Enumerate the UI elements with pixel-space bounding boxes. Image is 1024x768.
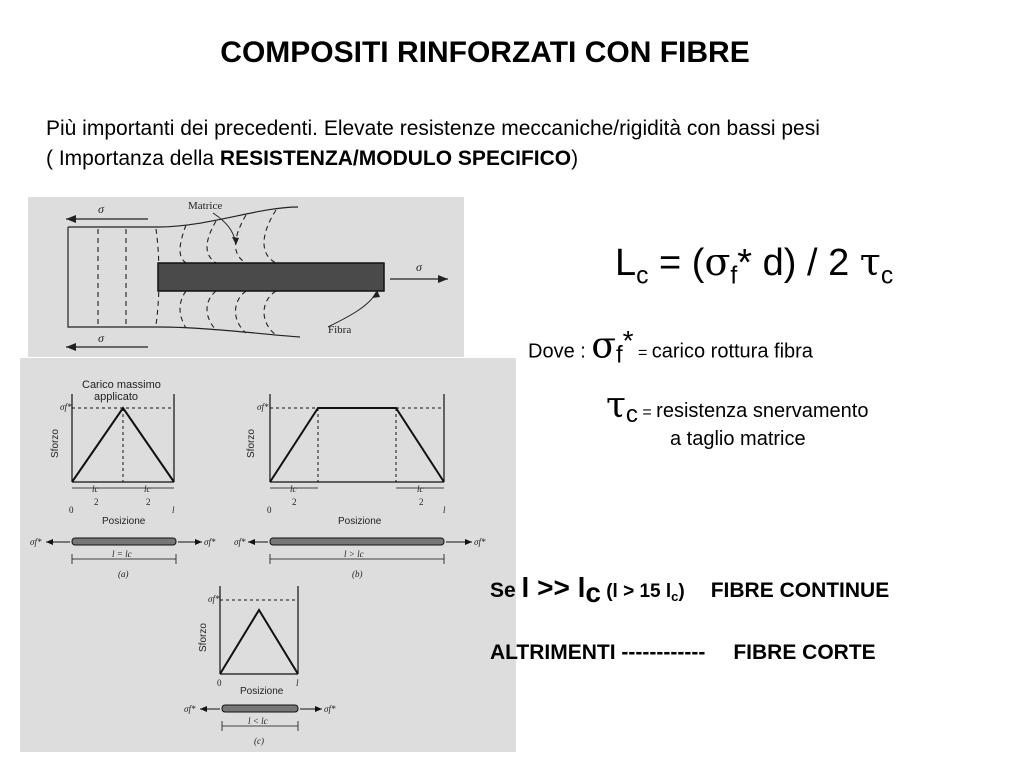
fiber-rect [157, 262, 385, 292]
carico-label-2: applicato [94, 391, 138, 403]
sigma-f-b: σf* [257, 402, 269, 412]
def-tau: τ [606, 385, 626, 426]
label-b: l > lc [344, 549, 364, 559]
sigma-f-c: σf* [208, 594, 220, 604]
zero-c: 0 [217, 678, 222, 688]
lc-a1: lc [92, 484, 99, 494]
rule-fibre-corte: FIBRE CORTE [733, 641, 876, 664]
formula-sub-c: c [636, 262, 649, 290]
intro-line-1: Più importanti dei precedenti. Elevate r… [46, 117, 820, 140]
two-a1: 2 [94, 497, 99, 507]
intro-line-2: ( Importanza della RESISTENZA/MODULO SPE… [46, 144, 820, 174]
sigma-f-c-right: σf* [324, 704, 336, 714]
def-resistenza: resistenza snervamento [656, 400, 869, 422]
label-c: l < lc [248, 716, 268, 726]
profile-c: σf* Sforzo 0 l Posizione σf* σf* l < lc … [184, 586, 336, 746]
caption-b: (b) [352, 569, 363, 579]
critical-length-formula: Lc = (σf* d) / 2 τc [615, 240, 893, 291]
rule-sub-c-2: c [671, 588, 679, 604]
def-eq-1: = [633, 344, 652, 362]
rule-se: Se [490, 579, 522, 602]
sigma-f-a-right: σf* [204, 537, 216, 547]
definition-tau-cont: a taglio matrice [670, 428, 806, 450]
slide-title: COMPOSITI RINFORZATI CON FIBRE [220, 36, 750, 69]
posizione-a: Posizione [102, 516, 146, 527]
rule-altrimenti: ALTRIMENTI ------------ [490, 641, 706, 664]
stress-profile-drawing: Carico massimo applicato σf* Sforzo lc 2… [30, 379, 486, 746]
rule-continue: Se l >> lc (l > 15 lc)FIBRE CONTINUE [490, 572, 889, 609]
rule-corte: ALTRIMENTI ------------ FIBRE CORTE [490, 641, 876, 665]
lc-b2: lc [417, 484, 424, 494]
definition-sigma: Dove : σf* = carico rottura fibra [528, 325, 813, 370]
l-a: l [172, 505, 175, 515]
rule-paren-close: ) [678, 581, 685, 602]
two-b2: 2 [419, 497, 424, 507]
definition-tau: τc = resistenza snervamento [606, 385, 868, 429]
rule-paren-open: (l > 15 l [600, 581, 672, 602]
posizione-c: Posizione [240, 686, 284, 697]
carico-label-1: Carico massimo [82, 379, 161, 391]
formula-d-part: d) / 2 [752, 242, 860, 284]
intro-line-2-end: ) [571, 147, 579, 170]
rule-sub-c: c [585, 577, 601, 609]
posizione-b: Posizione [338, 516, 382, 527]
two-a2: 2 [146, 497, 151, 507]
two-b1: 2 [292, 497, 297, 507]
profile-b: σf* Sforzo lc 2 lc 2 0 l Posizione σf* σ… [234, 394, 486, 579]
intro-line-2-start: ( Importanza della [46, 147, 220, 170]
def-eq-2: = [637, 404, 657, 421]
def-sigma: σ [591, 325, 616, 367]
def-sub-f: f [615, 341, 623, 369]
sforzo-label-b: Sforzo [246, 429, 257, 458]
fiber-matrix-figure: σ σ σ Matrice Fibra [28, 197, 464, 357]
sigma-bottom-label: σ [98, 331, 105, 345]
formula-sub-c-2: c [880, 262, 894, 290]
def-carico: carico rottura fibra [651, 340, 813, 363]
sforzo-label-a: Sforzo [50, 429, 61, 458]
matrice-label: Matrice [188, 200, 222, 212]
formula-tau: τ [859, 240, 881, 284]
zero-a: 0 [69, 505, 74, 515]
sigma-right-label: σ [416, 260, 423, 274]
sigma-f-b-right: σf* [474, 537, 486, 547]
zero-b: 0 [267, 505, 272, 515]
stress-profile-figure: Carico massimo applicato σf* Sforzo lc 2… [20, 358, 516, 752]
dove-label: Dove : [528, 340, 592, 363]
caption-c: (c) [254, 736, 264, 746]
formula-star: * [737, 242, 753, 284]
fibra-label: Fibra [328, 324, 351, 336]
formula-eq-open: = ( [648, 242, 705, 284]
intro-emphasis: RESISTENZA/MODULO SPECIFICO [219, 147, 572, 170]
sigma-f-a: σf* [60, 402, 72, 412]
def-star: * [622, 325, 634, 356]
formula-l: L [615, 242, 637, 284]
label-a: l = lc [112, 549, 132, 559]
caption-a: (a) [118, 569, 129, 579]
l-b: l [443, 505, 446, 515]
sigma-f-b-left: σf* [234, 537, 246, 547]
fiber-matrix-drawing: σ σ σ Matrice Fibra [66, 200, 448, 351]
rule-l-ll: l >> l [521, 572, 586, 603]
intro-text: Più importanti dei precedenti. Elevate r… [46, 114, 820, 174]
def-sub-c: c [625, 401, 638, 428]
formula-sub-f: f [730, 262, 738, 290]
sigma-f-a-left: σf* [30, 537, 42, 547]
lc-a2: lc [144, 484, 151, 494]
rule-fibre-continue: FIBRE CONTINUE [710, 579, 890, 602]
formula-sigma: σ [704, 240, 731, 284]
sforzo-label-c: Sforzo [198, 623, 209, 652]
lc-b1: lc [290, 484, 297, 494]
l-c: l [296, 678, 299, 688]
sigma-top-label: σ [98, 202, 105, 216]
sigma-f-c-left: σf* [184, 704, 196, 714]
profile-a: Carico massimo applicato σf* Sforzo lc 2… [30, 379, 216, 579]
